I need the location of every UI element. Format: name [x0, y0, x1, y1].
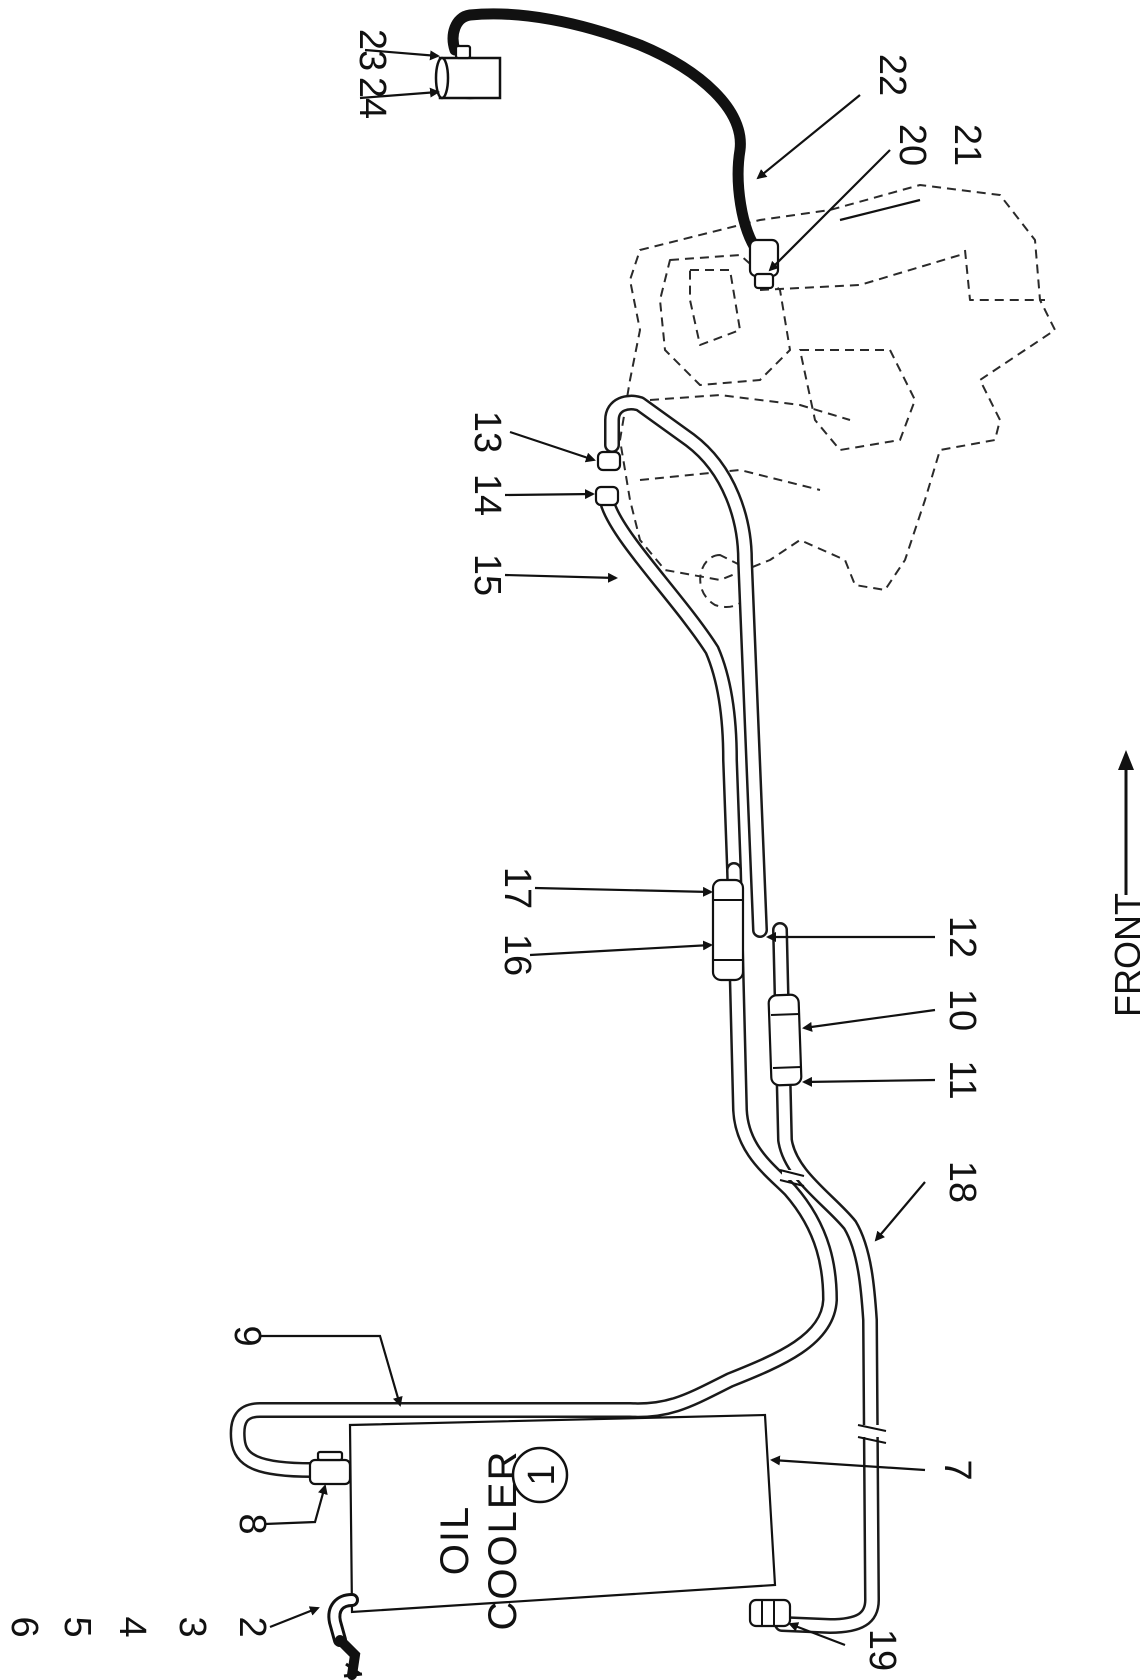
item-1-number: 1	[521, 1464, 563, 1485]
oil-cooler: OIL COOLER 1	[348, 1413, 777, 1630]
gauge-body	[438, 56, 502, 100]
callout-11: 11	[941, 1060, 983, 1099]
fitting-8	[308, 1450, 352, 1486]
tube-break-marks	[779, 1169, 887, 1444]
item-1-circle	[511, 1446, 569, 1504]
callout-20: 20	[891, 124, 933, 166]
transmission-outline	[619, 184, 1056, 608]
callout-6: 6	[3, 1616, 45, 1637]
tube-assembly-18	[772, 922, 880, 1634]
fitting-23	[454, 44, 472, 60]
front-label: FRONT	[1107, 893, 1140, 1017]
oil-cooler-label-line1: OIL	[433, 1505, 477, 1575]
callout-3: 3	[171, 1616, 213, 1637]
sleeve-10-11	[767, 993, 803, 1087]
callout-13: 13	[466, 411, 508, 453]
callout-12: 12	[941, 916, 983, 958]
callout-15: 15	[466, 554, 508, 596]
fitting-19	[748, 1598, 792, 1628]
tube-assembly-9	[229, 862, 838, 1478]
sleeve-16-17	[711, 878, 745, 982]
pressure-gauge-24	[434, 56, 502, 100]
callout-16: 16	[496, 934, 538, 976]
callout-14: 14	[466, 474, 508, 516]
callout-7: 7	[936, 1459, 978, 1480]
tube-assembly-15	[600, 497, 742, 878]
callout-labels: 23 24 22 20 21 13 14 15 17 16 12 10 11 1…	[3, 29, 988, 1671]
callout-4: 4	[111, 1616, 153, 1637]
callout-17: 17	[496, 867, 538, 909]
front-direction-indicator: FRONT	[1107, 750, 1140, 1017]
drain-elbow-2	[327, 1593, 363, 1680]
gauge-hose-22	[447, 8, 766, 261]
callout-10: 10	[941, 989, 983, 1031]
fitting-13	[596, 450, 622, 472]
callout-2: 2	[231, 1616, 273, 1637]
callout-22: 22	[871, 54, 913, 96]
callout-23: 23	[351, 29, 393, 71]
fitting-20	[748, 238, 780, 290]
callout-18: 18	[941, 1161, 983, 1203]
leader-lines	[260, 48, 936, 1647]
tube-assembly-12	[604, 394, 768, 938]
fitting-14	[594, 485, 620, 507]
callout-24: 24	[351, 77, 393, 119]
callout-19: 19	[861, 1629, 903, 1671]
callout-21: 21	[946, 124, 988, 166]
callout-5: 5	[56, 1616, 98, 1637]
callout-9: 9	[226, 1325, 268, 1346]
callout-8: 8	[231, 1513, 273, 1534]
